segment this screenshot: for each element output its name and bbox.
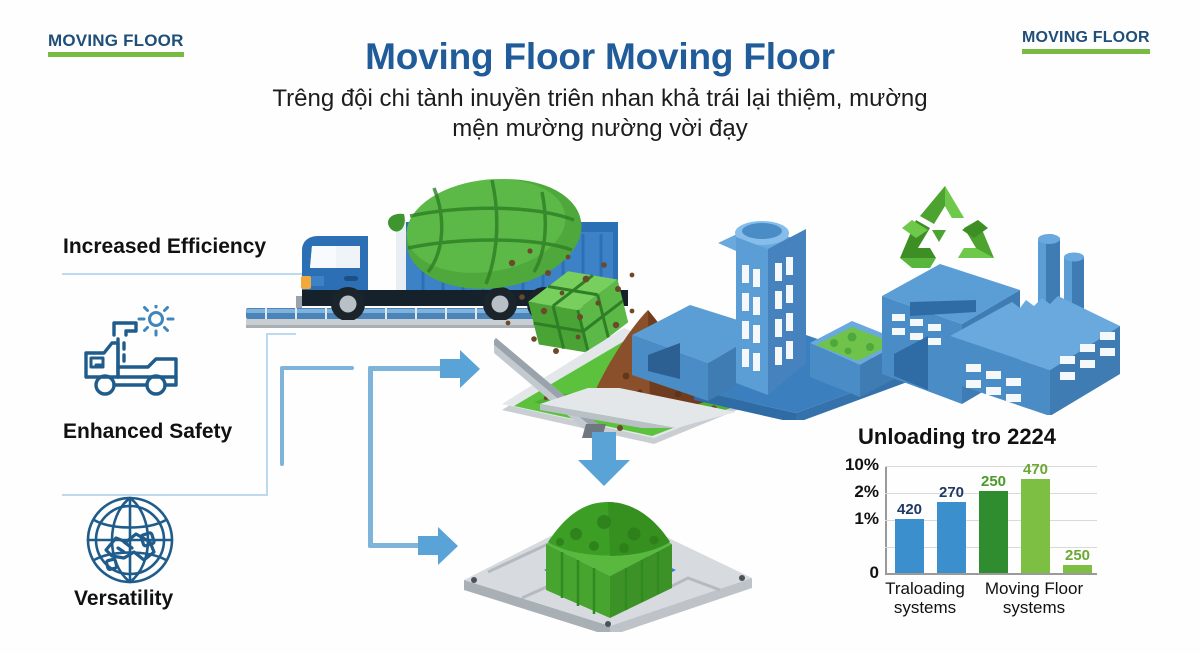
flow-path-2-vertical <box>368 366 373 548</box>
chart-bar[interactable]: 420 <box>895 501 924 573</box>
recycle-arrows-icon <box>900 186 994 268</box>
flow-path-1-vertical <box>280 368 284 466</box>
chart-x-axis <box>885 573 1097 575</box>
logo-right-underline <box>1022 49 1150 54</box>
grey-pallet-with-crate-icon <box>464 502 752 632</box>
chart-bar-label: 250 <box>1064 546 1091 564</box>
globe-handshake-icon <box>86 496 174 584</box>
connector-versatility-vertical <box>266 333 268 496</box>
chart-ytick-label: 1% <box>854 509 879 528</box>
page-title: Moving Floor Moving Floor <box>365 36 835 77</box>
feature-label-enhanced-safety: Enhanced Safety <box>63 420 233 443</box>
top-plate-edge-icon <box>540 388 736 428</box>
page-subtitle: Trêng đội chi tành inuyền triên nhan khả… <box>180 84 1020 144</box>
flow-path-2-horizontal-top <box>368 366 450 371</box>
connector-versatility-top <box>266 333 296 335</box>
connector-efficiency <box>62 273 308 275</box>
chart-ytick-label: 0 <box>869 563 879 582</box>
chart-bar-label: 250 <box>980 472 1007 490</box>
chart-title: Unloading tro 2224 <box>858 424 1057 449</box>
logo-left[interactable]: MOVING FLOOR <box>48 32 184 57</box>
logo-left-text: MOVING FLOOR <box>48 31 184 50</box>
chart-gridline <box>885 466 1097 467</box>
blue-factory-icon <box>632 221 910 420</box>
unloading-bar-chart: Unloading tro 2224 10% 2% 1% 0 420 270 2… <box>836 424 1192 644</box>
green-cube-icon <box>528 271 629 354</box>
dump-truck-outline-icon <box>84 305 178 396</box>
down-arrow-icon <box>578 432 630 486</box>
flow-arrow-right-icon-1 <box>440 350 480 388</box>
logo-left-underline <box>48 52 184 57</box>
green-waste-bale-icon <box>387 179 582 289</box>
flow-path-2-horizontal-bottom <box>368 543 428 548</box>
chart-bar-label: 470 <box>1022 460 1049 478</box>
chart-bar[interactable]: 270 <box>937 484 966 573</box>
chart-xcat-line: Traloading <box>885 579 965 598</box>
page-subtitle-line-1: Trêng đội chi tành inuyền triên nhan khả… <box>272 85 928 112</box>
chart-bar[interactable]: 250 <box>1063 547 1092 573</box>
feature-label-versatility: Versatility <box>74 587 174 610</box>
chart-xcat-label: Traloading systems <box>873 579 977 617</box>
flow-arrow-right-icon-2 <box>418 527 458 565</box>
chart-xcat-line: systems <box>893 598 957 618</box>
flow-path-1-horizontal <box>280 366 354 370</box>
chart-ytick-label: 2% <box>854 482 879 501</box>
logo-right[interactable]: MOVING FLOOR <box>1022 30 1150 54</box>
chart-bar-label: 420 <box>896 501 923 518</box>
chart-xcat-label: Moving Floor systems <box>982 579 1086 617</box>
chart-ytick-label: 10% <box>844 455 879 474</box>
logo-right-text: MOVING FLOOR <box>1022 29 1150 46</box>
chart-plot-area: 10% 2% 1% 0 420 270 250 470 250 <box>845 455 1097 582</box>
connector-versatility-horizontal <box>62 494 268 496</box>
chart-xcat-line: Moving Floor <box>984 579 1084 598</box>
recycling-plant-icon <box>882 234 1120 415</box>
chart-bar[interactable]: 250 <box>979 473 1008 573</box>
chart-bar[interactable]: 470 <box>1021 461 1050 573</box>
dirt-specks-icon <box>505 248 643 360</box>
feature-label-increased-efficiency: Increased Efficiency <box>63 235 267 258</box>
chart-xcat-line: systems <box>1002 598 1066 618</box>
chart-bar-label: 270 <box>938 484 965 502</box>
page-subtitle-line-2: mện mường nường vời đạy <box>452 115 748 142</box>
